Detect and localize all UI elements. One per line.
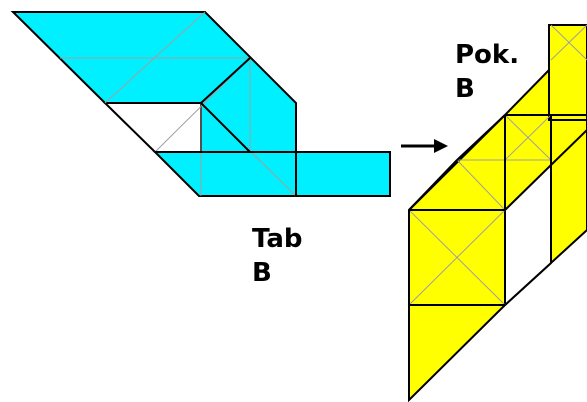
pok-label-line2: B xyxy=(455,74,475,104)
pocket-fold-lines xyxy=(408,114,587,400)
pocket-tall-strip xyxy=(548,24,587,121)
pocket-piece xyxy=(408,24,587,402)
right-arrow-icon xyxy=(401,139,448,153)
pocket-main-body xyxy=(408,67,587,402)
pocket-white-window xyxy=(504,162,552,308)
tab-label-line1: Tab xyxy=(252,224,303,254)
tab-fold-lines xyxy=(155,57,297,196)
pocket-crease-lines xyxy=(408,24,587,306)
tab-white-pocket xyxy=(102,102,202,153)
tab-label-line2: B xyxy=(252,258,272,288)
tab-flap-strip xyxy=(295,151,391,197)
tab-piece xyxy=(10,11,391,197)
pok-label-line1: Pok. xyxy=(455,40,520,70)
